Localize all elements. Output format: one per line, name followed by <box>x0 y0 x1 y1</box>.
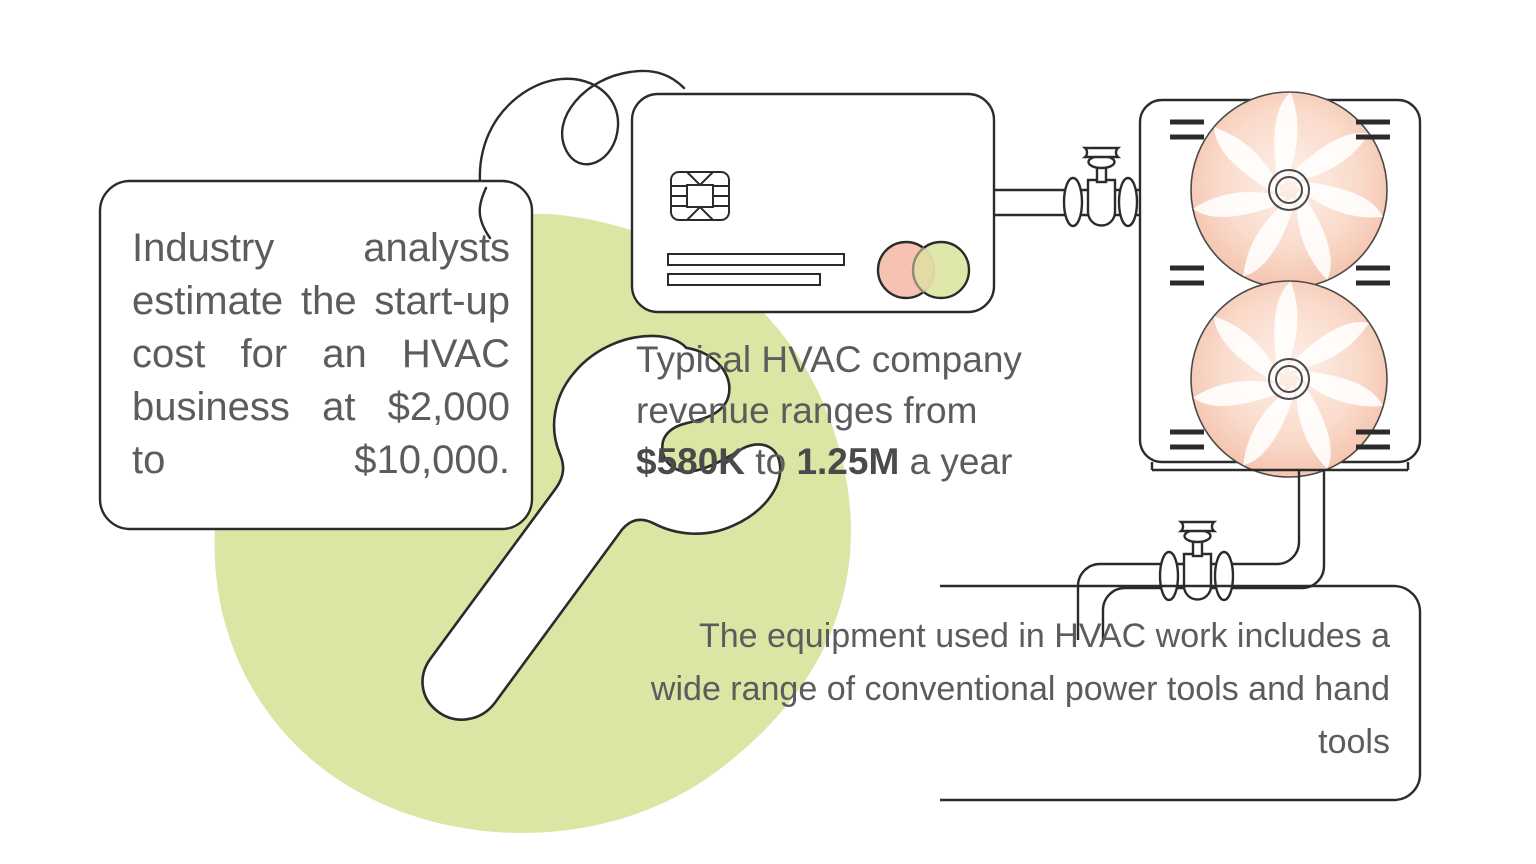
card-chip-icon <box>670 171 730 221</box>
lower-pipe-assembly <box>1076 470 1326 640</box>
bubble-tail-line <box>478 186 492 240</box>
valve-body <box>1086 178 1117 227</box>
upper-pipe-assembly <box>994 146 1160 228</box>
revenue-line-2: revenue ranges from <box>636 390 978 431</box>
revenue-mid: to <box>745 441 797 482</box>
hvac-fan-top <box>1190 91 1388 289</box>
revenue-amount-high: 1.25M <box>796 441 900 482</box>
open-end-wrench-icon <box>421 334 782 721</box>
revenue-suffix: a year <box>899 441 1013 482</box>
credit-card-illustration <box>630 92 996 314</box>
pipe-flange-left-2 <box>1158 550 1180 602</box>
equipment-text: The equipment used in HVAC work includes… <box>650 617 1390 761</box>
decorative-curl-line <box>478 69 686 224</box>
hvac-condenser-unit <box>1138 91 1422 478</box>
pipe-flange-right <box>1117 176 1139 228</box>
revenue-text: Typical HVAC company revenue ranges from $… <box>636 334 1104 487</box>
hvac-vent-markers <box>1170 119 1390 450</box>
valve-handwheel <box>1081 146 1122 159</box>
pipe-flange-left <box>1062 176 1084 228</box>
card-payment-logo-icon <box>876 240 971 300</box>
hvac-fan-bottom <box>1190 280 1388 478</box>
card-line-short <box>667 273 821 286</box>
revenue-line-1: Typical HVAC company <box>636 339 1022 380</box>
valve-handwheel-2 <box>1177 520 1218 533</box>
equipment-callout-box <box>940 584 1422 802</box>
startup-cost-bubble <box>98 179 534 531</box>
startup-cost-text: Industry analysts estimate the start-up … <box>132 226 510 482</box>
pipe-flange-right-2 <box>1213 550 1235 602</box>
revenue-amount-low: $580K <box>636 441 746 482</box>
card-line-long <box>667 253 845 266</box>
